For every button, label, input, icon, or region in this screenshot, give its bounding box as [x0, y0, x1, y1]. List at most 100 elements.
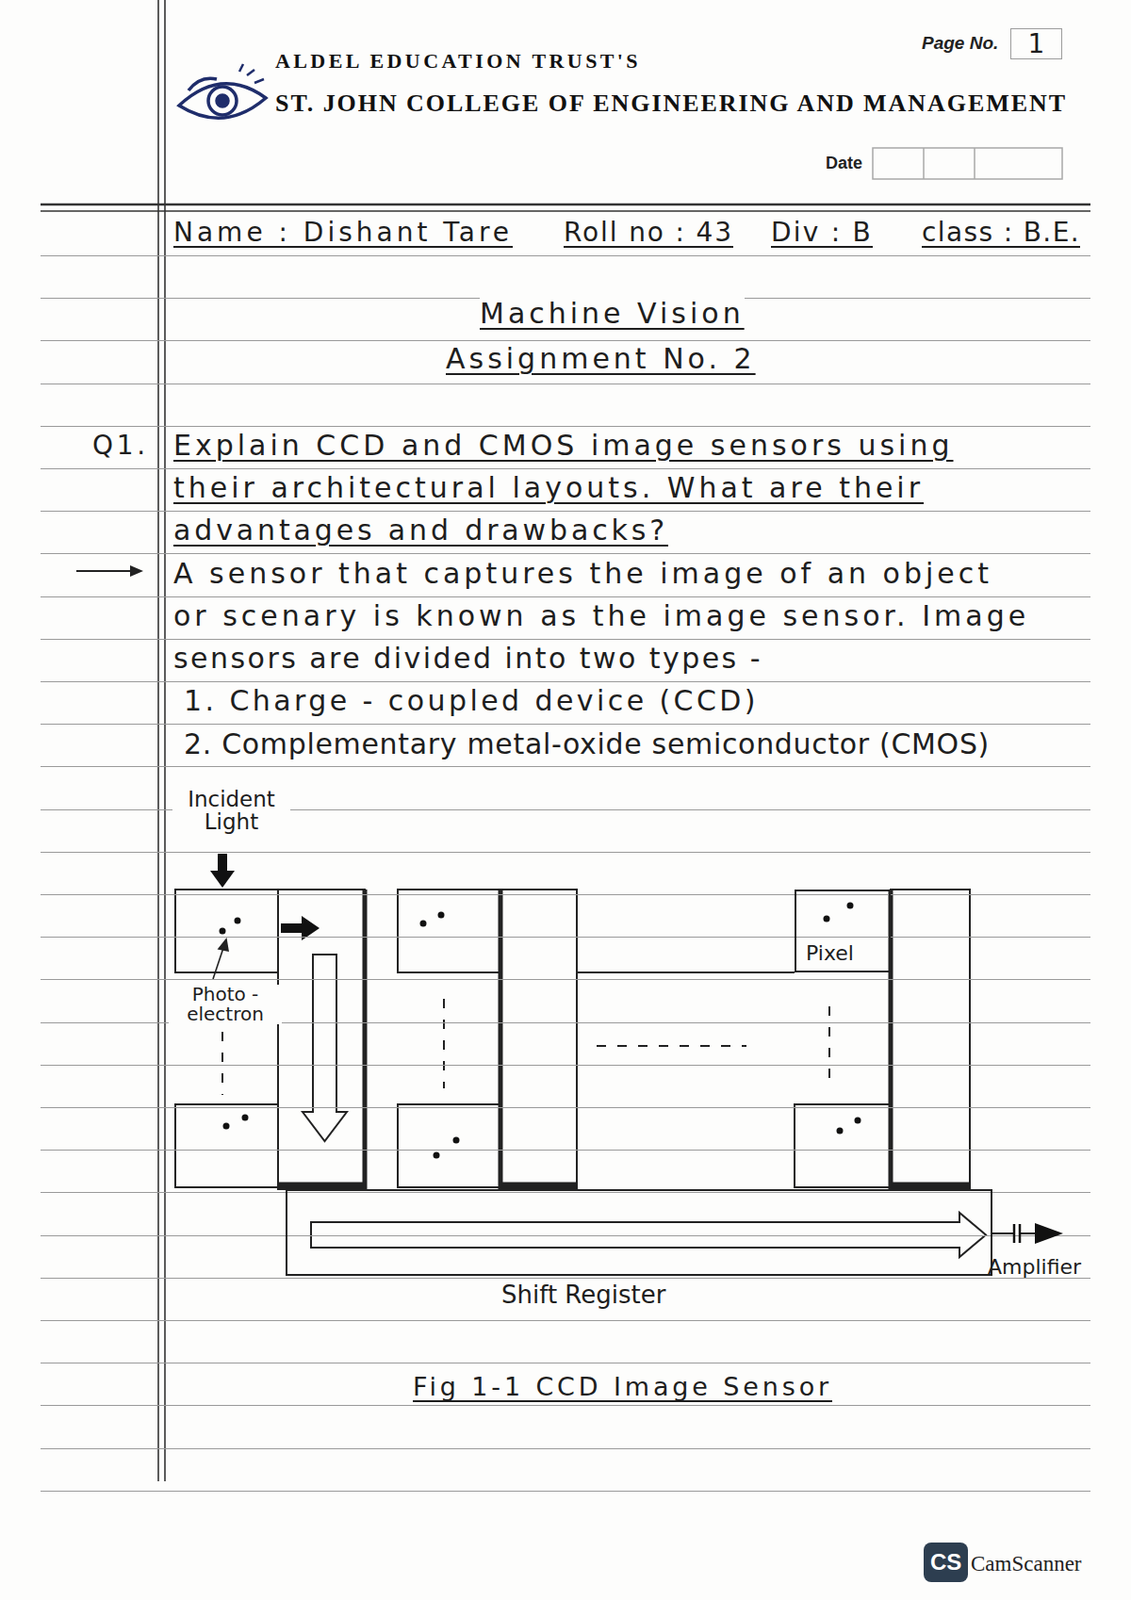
header-rule — [40, 204, 1091, 212]
question-number: Q1. — [92, 430, 149, 461]
ccd-pixel-array — [278, 889, 365, 1190]
photo-electron-dot — [453, 1137, 460, 1145]
margin-line — [157, 0, 160, 1482]
college-logo — [179, 64, 266, 118]
vertical-shift-arrow — [302, 954, 347, 1142]
wire-connector — [992, 1232, 1005, 1235]
photo-electron-label: Photo - electron — [168, 984, 282, 1025]
photo-electron-dot — [223, 1123, 230, 1131]
pointer-arrow — [130, 565, 144, 577]
header-rule — [40, 203, 1091, 207]
amplifier-graphic — [1004, 1232, 1015, 1235]
ruled-line — [40, 979, 1091, 981]
incident-light-arrow — [210, 853, 235, 888]
ccd-pixel-array — [576, 971, 795, 974]
ruled-line — [40, 1235, 1091, 1237]
camscanner-logo: CS — [923, 1542, 968, 1583]
date-boxes — [872, 147, 1063, 180]
ruled-line — [40, 681, 1091, 683]
college-logo — [179, 83, 266, 118]
page-number-caption: Page No. — [921, 32, 999, 54]
continuation-dashes — [828, 1006, 831, 1089]
ruled-line — [40, 553, 1091, 555]
photo-electron-dot — [847, 902, 854, 910]
ruled-line — [40, 1320, 1091, 1322]
question-text: Explain CCD and CMOS image sensors using — [173, 429, 954, 463]
roll-number: Roll no : 43 — [563, 217, 734, 248]
ccd-pixel-array — [498, 889, 504, 1190]
ruled-line — [40, 1448, 1091, 1450]
ccd-pixel-array — [397, 889, 501, 973]
ccd-pixel-array — [175, 889, 279, 973]
college-logo — [216, 95, 229, 107]
date-boxes — [922, 147, 925, 180]
college-logo — [188, 78, 217, 91]
incident-light-arrow — [217, 853, 228, 872]
ruled-line — [40, 426, 1091, 427]
answer-list-item: 2. Complementary metal-oxide semiconduct… — [183, 728, 990, 762]
logo-text: CS — [930, 1549, 962, 1576]
watermark-text: CamScanner — [970, 1552, 1082, 1577]
college-logo — [208, 86, 237, 115]
date-caption: Date — [825, 153, 863, 174]
ruled-line — [40, 1491, 1091, 1492]
continuation-dashes — [596, 1045, 747, 1048]
question-text: their architectural layouts. What are th… — [173, 472, 924, 506]
ruled-line — [40, 1362, 1091, 1364]
pixel-cell: Pixel — [794, 889, 891, 973]
ccd-pixel-array — [500, 889, 577, 1190]
margin-line — [163, 0, 166, 1482]
photo-electron-dot — [219, 902, 862, 1160]
ruled-line — [40, 639, 1091, 640]
assignment-number: Assignment No. 2 — [445, 343, 756, 377]
shift-register: Shift Register — [285, 1189, 993, 1277]
ruled-line — [40, 1065, 1091, 1066]
ruled-line — [40, 255, 1091, 257]
horizontal-shift-arrow — [311, 1212, 986, 1258]
photo-electron-dot — [420, 920, 427, 928]
photo-electron-dot — [234, 917, 242, 925]
ruled-line — [40, 510, 1091, 512]
ruled-line — [40, 852, 1091, 853]
date-boxes — [973, 147, 976, 180]
vertical-shift-arrow — [302, 954, 347, 1142]
college-logo — [239, 64, 264, 83]
incident-light-arrow — [210, 870, 235, 888]
college-name: ST. JOHN COLLEGE OF ENGINEERING AND MANA… — [275, 89, 1067, 118]
horizontal-shift-arrow — [311, 1212, 986, 1258]
class-name: class : B.E. — [921, 217, 1081, 248]
ccd-pixel-array — [890, 1182, 970, 1190]
pointer-arrow — [76, 565, 144, 577]
answer-text: sensors are divided into two types - — [173, 642, 763, 676]
photo-electron-dot — [823, 916, 831, 923]
ruled-line — [40, 766, 1091, 768]
ccd-pixel-array — [362, 889, 368, 1190]
date-boxes — [872, 147, 1063, 180]
continuation-dashes — [221, 1032, 224, 1096]
trust-name: ALDEL EDUCATION TRUST'S — [275, 49, 641, 73]
ccd-pixel-array — [397, 1104, 501, 1188]
amplifier-symbol: Amplifier — [1004, 1215, 1075, 1252]
ccd-pixel-array — [175, 1104, 279, 1188]
ccd-pixel-array — [890, 889, 970, 1190]
shift-register-label: Shift Register — [501, 1281, 666, 1311]
ruled-line — [40, 1192, 1091, 1194]
ccd-pixel-array — [794, 1104, 891, 1188]
ccd-pixel-array — [278, 1182, 365, 1190]
photo-electron-dot — [854, 1117, 862, 1125]
ruled-line — [40, 1405, 1091, 1407]
ruled-line — [40, 596, 1091, 598]
amplifier-graphic — [1013, 1224, 1017, 1244]
pixel-label: Pixel — [805, 941, 854, 966]
amplifier-graphic — [1034, 1223, 1064, 1245]
answer-text: A sensor that captures the image of an o… — [173, 557, 993, 591]
leader-line — [213, 948, 224, 980]
ruled-line — [40, 1278, 1091, 1279]
page-number: 1 — [1028, 28, 1046, 59]
photo-electron-dot — [836, 1128, 844, 1135]
header-rule — [40, 210, 1091, 213]
ruled-line — [40, 468, 1091, 470]
ccd-pixel-array — [500, 1182, 577, 1190]
ruled-line — [40, 1107, 1091, 1109]
